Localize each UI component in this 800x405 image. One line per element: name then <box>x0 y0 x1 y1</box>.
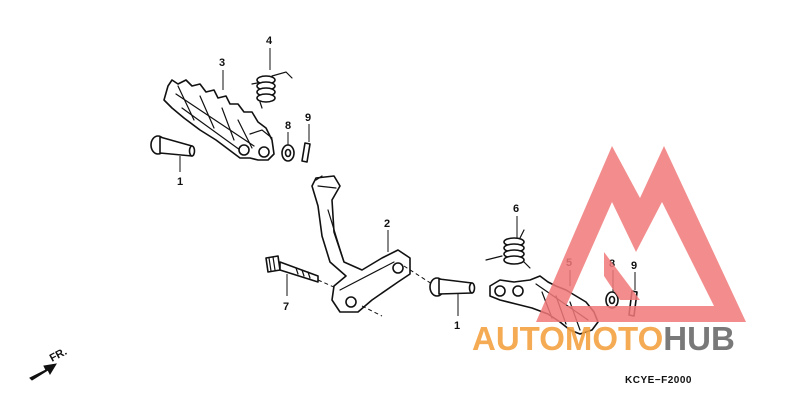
callout-1-left: 1 <box>177 176 183 188</box>
watermark-text-secondary: HUB <box>663 320 735 357</box>
bolt <box>265 255 319 283</box>
footpeg-bracket <box>311 175 411 313</box>
callout-9-left: 9 <box>305 112 311 124</box>
cotter-pin-left <box>301 142 311 163</box>
washer-left <box>281 144 295 162</box>
watermark-logo <box>536 146 746 322</box>
callout-3: 3 <box>219 57 225 69</box>
callout-4: 4 <box>266 35 273 47</box>
pin-right <box>429 277 476 297</box>
front-arrow-icon <box>29 363 57 381</box>
spring-left <box>251 71 293 109</box>
spring-right <box>485 229 531 269</box>
svg-text:AUTOMOTOHUB: AUTOMOTOHUB <box>472 320 735 357</box>
washer-right <box>605 291 619 309</box>
callout-8-left: 8 <box>285 120 291 132</box>
watermark-text-primary: AUTOMOTO <box>472 320 663 357</box>
callout-9-right: 9 <box>631 260 637 272</box>
callout-1-right: 1 <box>454 320 460 332</box>
watermark-inner-mark-icon <box>604 252 640 300</box>
callout-6: 6 <box>513 203 519 215</box>
watermark-triangle-icon <box>536 146 746 322</box>
front-label: FR. <box>48 346 69 365</box>
footpeg-left <box>163 79 275 161</box>
callout-2: 2 <box>384 218 390 230</box>
diagram-code: KCYE−F2000 <box>625 375 692 386</box>
pin-left <box>150 135 196 157</box>
callout-7: 7 <box>283 301 289 313</box>
watermark-text: AUTOMOTOHUB <box>472 320 735 357</box>
front-direction-indicator: FR. <box>29 346 69 381</box>
